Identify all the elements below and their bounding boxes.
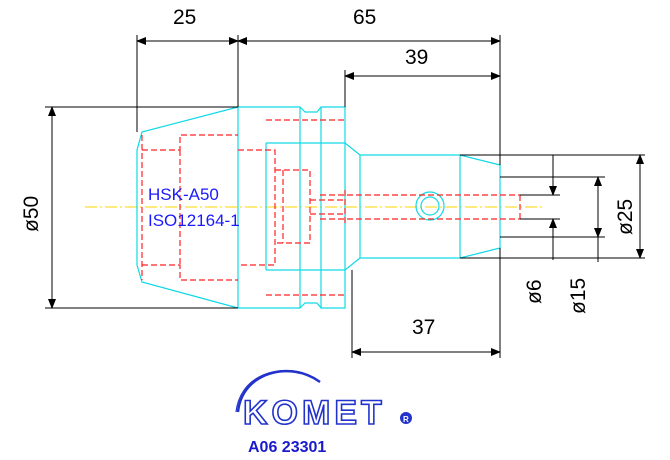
dim-25: 25 (173, 6, 196, 29)
logo-brand: KOMET (243, 394, 386, 432)
dim-dia50: ø50 (20, 196, 43, 232)
dim-dia25: ø25 (614, 199, 637, 235)
dim-65: 65 (353, 6, 376, 29)
dimension-lines (45, 35, 645, 358)
komet-logo: KOMET R (235, 369, 412, 433)
dim-39: 39 (405, 46, 428, 69)
dim-dia15: ø15 (567, 278, 590, 314)
dim-37: 37 (412, 316, 435, 339)
part-number: A06 23301 (248, 439, 326, 456)
spec-standard: HSK-A50 (148, 185, 219, 204)
dim-dia6: ø6 (523, 279, 546, 304)
spec-iso: ISO12164-1 (148, 211, 240, 230)
logo-registered: R (403, 415, 409, 424)
hidden-lines (141, 119, 521, 296)
tool-outline (136, 106, 501, 309)
